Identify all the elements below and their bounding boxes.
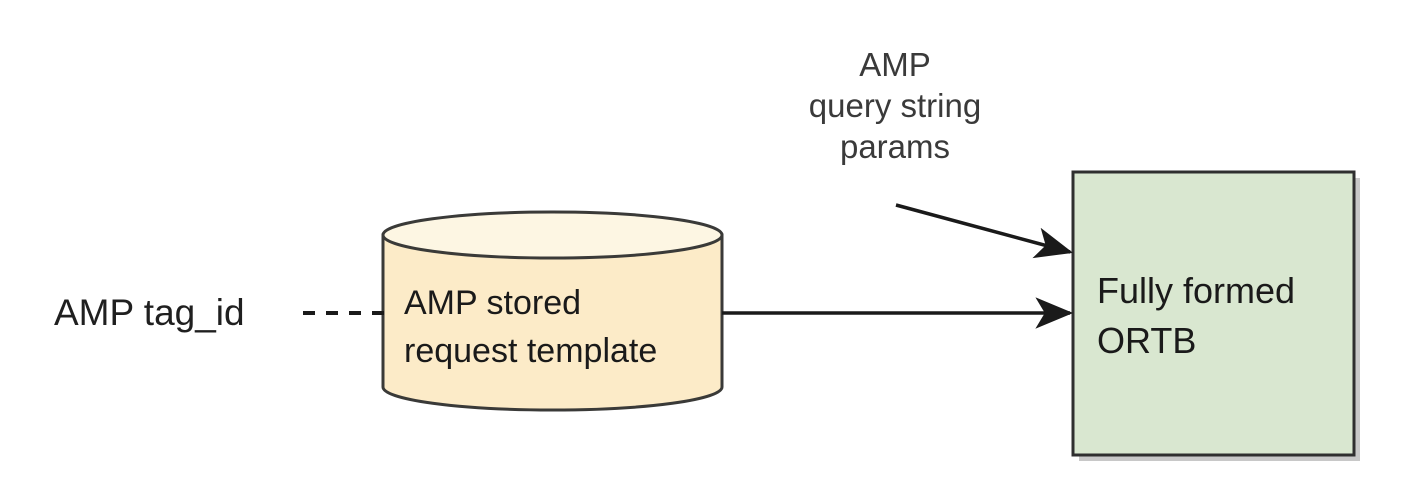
query-params-line-2: query string <box>808 87 982 124</box>
ortb-box[interactable] <box>1071 170 1356 457</box>
amp-query-string-params-label: AMP query string params <box>770 44 1020 167</box>
connector-queryparams-to-ortb <box>895 203 1074 259</box>
amp-tag-id-label: AMP tag_id <box>54 292 245 333</box>
stored-request-label: AMP stored request template <box>404 279 657 375</box>
stored-request-cylinder-body[interactable] <box>381 233 724 412</box>
stored-request-line-2: request template <box>404 332 658 370</box>
stored-request-line-1: AMP stored <box>404 284 582 322</box>
query-params-line-1: AMP <box>859 46 931 83</box>
stored-request-cylinder-top <box>381 210 724 260</box>
ortb-line-2: ORTB <box>1097 320 1197 361</box>
query-params-line-3: params <box>839 128 951 165</box>
ortb-line-1: Fully formed <box>1097 270 1296 311</box>
